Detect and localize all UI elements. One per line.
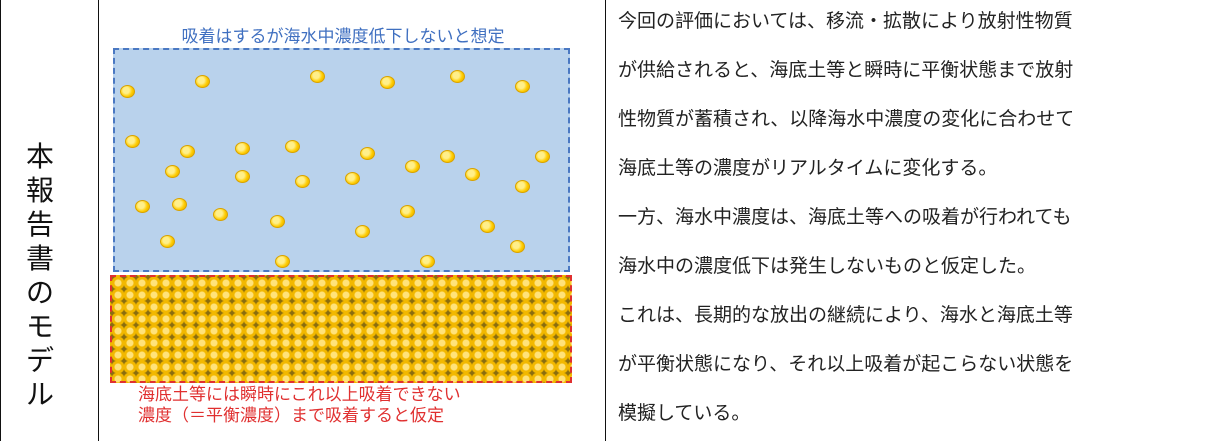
particle-icon (160, 235, 175, 248)
particle-icon (235, 170, 250, 183)
particle-icon (535, 150, 550, 163)
particle-icon (195, 75, 210, 88)
row-header-char: の (25, 276, 54, 309)
particle-icon (295, 175, 310, 188)
particle-icon (270, 215, 285, 228)
seawater-region (113, 48, 570, 272)
row-header-char: ル (25, 378, 54, 411)
row-header-char: 本 (25, 140, 54, 173)
description-line: 一方、海水中濃度は、海底土等への吸着が行われても (618, 206, 1072, 228)
particle-icon (440, 150, 455, 163)
particle-icon (400, 205, 415, 218)
particle-icon (405, 160, 420, 173)
particle-icon (285, 140, 300, 153)
particle-icon (120, 85, 135, 98)
seawater-sediment-diagram: 吸着はするが海水中濃度低下しないと想定 海底土等には瞬時にこれ以上吸着できない … (100, 0, 605, 441)
description-line: 今回の評価においては、移流・拡散により放射性物質 (618, 10, 1073, 32)
row-header-char: デ (25, 344, 54, 377)
particle-icon (480, 220, 495, 233)
particle-icon (360, 147, 375, 160)
row-header-char: 書 (25, 242, 54, 275)
particle-icon (345, 172, 360, 185)
description-line: 海水中の濃度低下は発生しないものと仮定した。 (618, 255, 1037, 277)
row-header: 本 報 告 書 の モ デ ル (20, 140, 60, 412)
particle-icon (172, 198, 187, 211)
particle-icon (465, 168, 480, 181)
particle-icon (420, 255, 435, 268)
sediment-caption: 海底土等には瞬時にこれ以上吸着できない 濃度（＝平衡濃度）まで吸着すると仮定 (138, 385, 558, 427)
table-divider-1 (98, 0, 99, 441)
description-line: これは、長期的な放出の継続により、海水と海底土等 (618, 304, 1073, 326)
particle-icon (235, 142, 250, 155)
particle-icon (310, 70, 325, 83)
particle-icon (275, 255, 290, 268)
particle-icon (510, 240, 525, 253)
row-header-char: 告 (25, 208, 54, 241)
row-header-char: モ (25, 310, 54, 343)
sediment-caption-line: 海底土等には瞬時にこれ以上吸着できない (138, 385, 461, 405)
seawater-caption: 吸着はするが海水中濃度低下しないと想定 (119, 22, 567, 47)
particle-icon (180, 145, 195, 158)
particle-icon (515, 80, 530, 93)
particle-icon (135, 200, 150, 213)
particle-icon (165, 165, 180, 178)
sediment-layer (110, 275, 572, 383)
description-line: 模擬している。 (618, 402, 751, 424)
particle-icon (355, 225, 370, 238)
particle-icon (125, 135, 140, 148)
particle-icon (450, 70, 465, 83)
description-line: 性物質が蓄積され、以降海水中濃度の変化に合わせて (618, 108, 1075, 130)
sediment-caption-line: 濃度（＝平衡濃度）まで吸着すると仮定 (138, 406, 444, 426)
row-header-char: 報 (25, 174, 54, 207)
particle-icon (515, 180, 530, 193)
description-line: 海底土等の濃度がリアルタイムに変化する。 (618, 157, 998, 179)
description-line: が供給されると、海底土等と瞬時に平衡状態まで放射 (618, 59, 1074, 81)
table-border-left (0, 0, 1, 441)
description-line: が平衡状態になり、それ以上吸着が起こらない状態を (618, 353, 1074, 375)
particle-icon (380, 76, 395, 89)
table-divider-2 (605, 0, 606, 441)
particle-icon (213, 208, 228, 221)
